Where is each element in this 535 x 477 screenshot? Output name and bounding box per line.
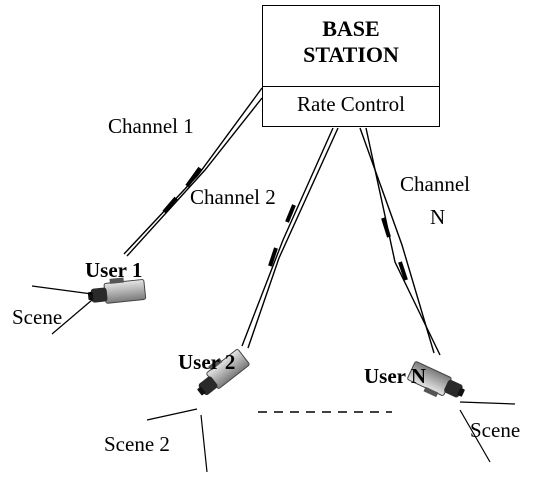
channel-1-label: Channel 1 — [108, 114, 194, 138]
user-1-label: User 1 — [85, 258, 143, 282]
user-2-label: User 2 — [178, 350, 236, 374]
base-station-title-line-1: BASE — [322, 16, 380, 41]
channel-2-link — [241, 127, 339, 349]
scene-view-user-n — [459, 401, 516, 463]
rate-control-label: Rate Control — [297, 92, 405, 116]
channel-n-link — [359, 127, 441, 356]
base-station-box: BASE STATION Rate Control — [262, 5, 440, 127]
camera-user-2-icon — [197, 349, 250, 396]
channel-n-label-line-2: N — [430, 205, 446, 229]
scene-user-2-label: Scene 2 — [104, 432, 170, 456]
channel-1-link — [123, 87, 263, 257]
base-station-divider — [263, 86, 439, 87]
scene-view-user-2 — [146, 408, 208, 473]
scene-view-user-1 — [31, 285, 93, 335]
base-station-title-line-2: STATION — [303, 42, 399, 67]
scene-user-n-label: Scene — [470, 418, 521, 442]
scene-user-1-label: Scene — [12, 305, 63, 329]
camera-user-n-icon — [407, 361, 465, 398]
user-n-label: User N — [364, 364, 427, 388]
channel-n-label-line-1: Channel — [400, 172, 470, 196]
base-station-title: BASE STATION — [263, 16, 439, 68]
camera-user-1-icon — [87, 277, 147, 304]
channel-2-label: Channel 2 — [190, 185, 276, 209]
